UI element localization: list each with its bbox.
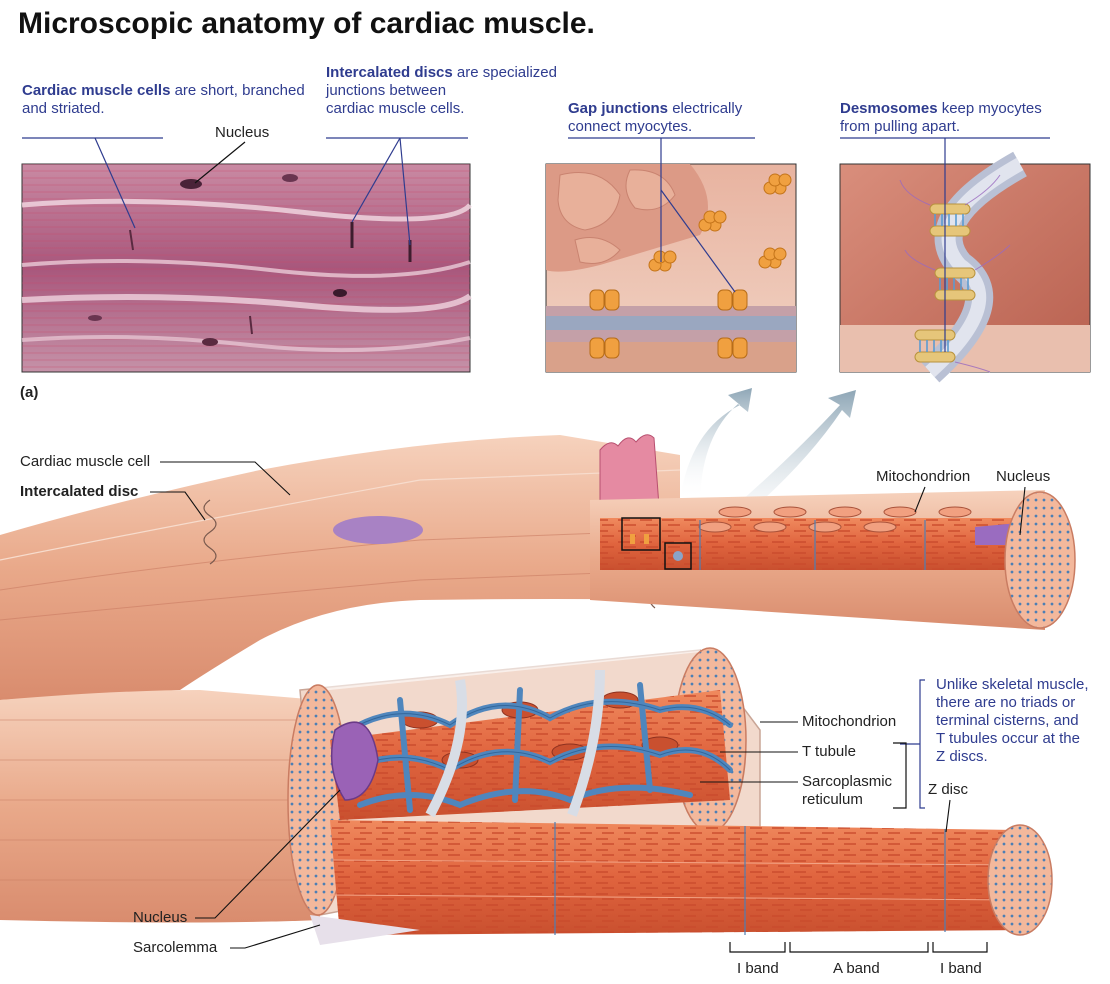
label-leader-lines [150, 461, 1026, 949]
band-brackets [729, 942, 988, 953]
label-i-band-1: I band [737, 960, 779, 977]
label-sarcolemma: Sarcolemma [133, 939, 218, 956]
note-brackets [900, 679, 925, 809]
label-mitochondrion-top: Mitochondrion [876, 468, 971, 485]
callout-gap-junctions-text: electrically connect myocytes. [568, 100, 743, 135]
callout-desmosomes: Desmosomes keep myocytes from pulling ap… [840, 100, 1042, 136]
label-cardiac-muscle-cell: Cardiac muscle cell [20, 453, 151, 470]
lower-muscle-fiber [0, 647, 1053, 945]
callout-lines-panel-a [22, 137, 468, 246]
callout-intercalated-discs-text: are specialized junctions between cardia… [326, 64, 557, 117]
callout-lines-desmosome [840, 137, 1050, 352]
gap-junction-panel [545, 163, 797, 373]
label-nucleus-top: Nucleus [996, 468, 1051, 485]
upper-muscle-fiber [0, 434, 681, 700]
label-z-disc: Z disc [928, 781, 969, 798]
label-nucleus-micrograph: Nucleus [215, 124, 270, 141]
label-nucleus-bottom: Nucleus [133, 909, 188, 926]
label-intercalated-disc: Intercalated disc [20, 483, 139, 500]
micrograph-panel [21, 163, 472, 373]
label-a-band: A band [833, 960, 880, 977]
callout-cardiac-muscle-cells-bold: Cardiac muscle cells [22, 82, 171, 99]
gap-zoom-arrow [680, 388, 752, 500]
callout-gap-junctions: Gap junctions electrically connect myocy… [568, 100, 742, 136]
callout-intercalated-discs: Intercalated discs are specialized junct… [326, 64, 557, 118]
callout-gap-junctions-bold: Gap junctions [568, 100, 669, 117]
callout-intercalated-discs-bold: Intercalated discs [326, 64, 453, 81]
upper-cutaway [590, 490, 1076, 630]
callout-cardiac-muscle-cells-text: are short, branched and striated. [22, 82, 305, 117]
t-tubule-sr-bracket [893, 742, 907, 809]
desmosome-panel [839, 151, 1091, 383]
page-title: Microscopic anatomy of cardiac muscle. [18, 7, 595, 40]
panel-a-label: (a) [20, 384, 39, 401]
callout-desmosomes-text: keep myocytes from pulling apart. [840, 100, 1042, 135]
callout-cardiac-muscle-cells: Cardiac muscle cells are short, branched… [22, 82, 305, 118]
label-i-band-2: I band [940, 960, 982, 977]
note-t-tubules: Unlike skeletal muscle, there are no tri… [936, 676, 1089, 765]
label-t-tubule: T tubule [802, 743, 856, 760]
label-mitochondrion: Mitochondrion [802, 713, 897, 730]
label-sarcoplasmic-reticulum: Sarcoplasmic reticulum [802, 773, 893, 808]
callout-desmosomes-bold: Desmosomes [840, 100, 938, 117]
callout-lines-gap [568, 137, 755, 293]
nucleus-leader-line [194, 141, 246, 184]
